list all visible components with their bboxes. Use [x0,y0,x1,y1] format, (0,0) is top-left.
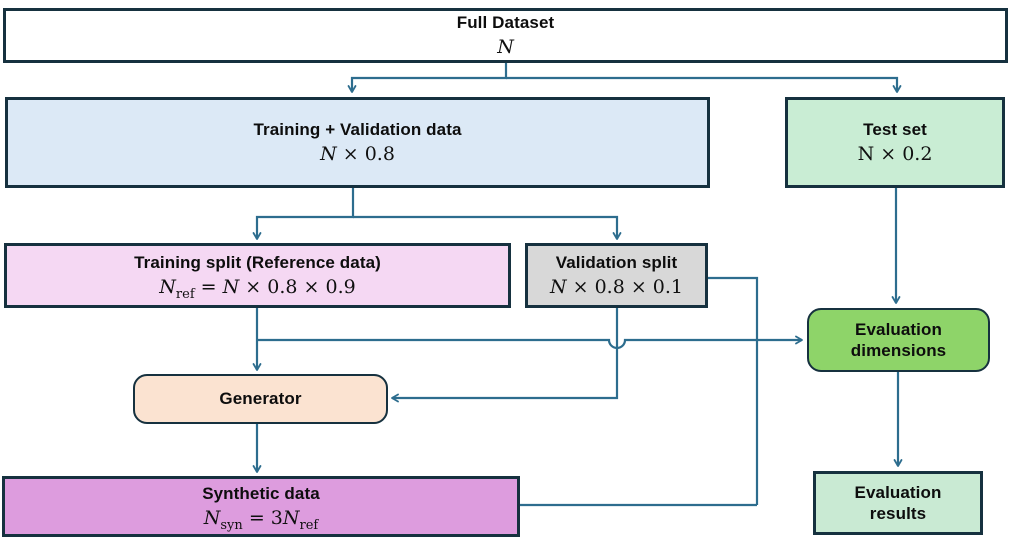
test-set-title: Test set [863,120,927,140]
synthetic-data-box: Synthetic data Nsyn = 3Nref [2,476,520,537]
full-dataset-box: Full Dataset N [3,8,1008,63]
generator-title: Generator [219,389,302,409]
training-validation-formula: N × 0.8 [320,142,395,165]
validation-split-formula: N × 0.8 × 0.1 [549,275,684,298]
validation-split-title: Validation split [555,253,678,273]
training-split-formula: Nref = N × 0.8 × 0.9 [159,275,356,302]
training-split-title: Training split (Reference data) [134,253,381,273]
validation-split-box: Validation split N × 0.8 × 0.1 [525,243,708,308]
arrow-valsplit-to-generator [391,308,619,403]
synthetic-data-title: Synthetic data [202,484,320,504]
arrow-trainval-to-trainsplit [252,188,355,240]
generator-box: Generator [133,374,388,424]
arrow-trainval-to-valsplit [353,215,622,240]
synthetic-data-formula: Nsyn = 3Nref [203,506,319,533]
test-set-formula: N × 0.2 [857,142,933,165]
training-validation-title: Training + Validation data [253,120,462,140]
arrow-trainsplit-to-evaldim [257,335,803,350]
full-dataset-title: Full Dataset [456,13,555,33]
line-valsplit-to-junction [708,276,759,505]
arrow-fulldataset-to-trainval [347,63,508,93]
evaluation-results-title: Evaluation results [854,482,942,523]
arrow-fulldataset-to-testset [506,76,902,93]
training-validation-box: Training + Validation data N × 0.8 [5,97,710,188]
test-set-box: Test set N × 0.2 [785,97,1005,188]
full-dataset-formula: N [497,35,514,58]
evaluation-dimensions-box: Evaluation dimensions [807,308,990,372]
training-split-box: Training split (Reference data) Nref = N… [4,243,511,308]
evaluation-results-box: Evaluation results [813,471,983,535]
evaluation-dimensions-title: Evaluation dimensions [850,319,947,360]
